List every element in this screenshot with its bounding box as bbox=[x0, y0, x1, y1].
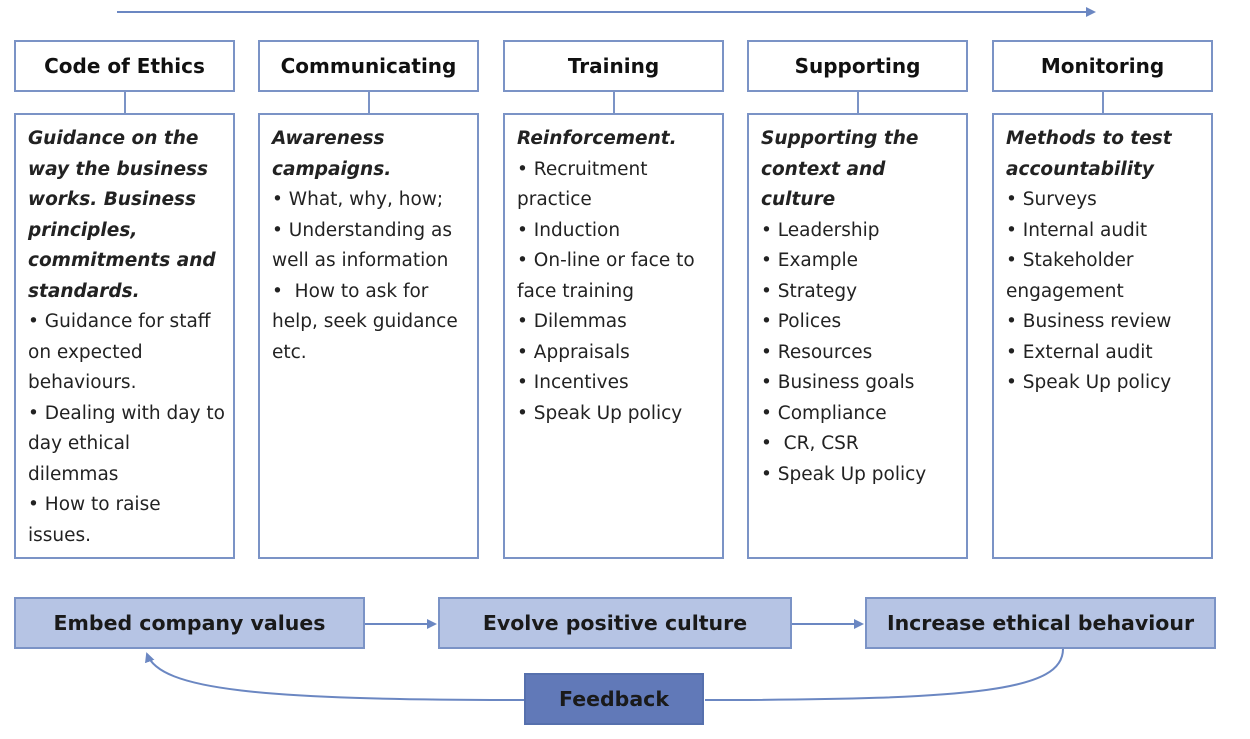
column-body-communicating: Awareness campaigns. What, why, how; Und… bbox=[258, 113, 479, 559]
bullet-item: External audit bbox=[1006, 338, 1203, 369]
column-lead: Guidance on the way the business works. … bbox=[28, 128, 216, 302]
bullet-item: Dealing with day to day ethical dilemmas bbox=[28, 399, 225, 491]
flow-label: Embed company values bbox=[53, 611, 326, 635]
bullet-item: How to raise issues. bbox=[28, 490, 225, 551]
bullet-item: Speak Up policy bbox=[1006, 368, 1203, 399]
flow-label: Evolve positive culture bbox=[482, 611, 748, 635]
feedback-loop-left bbox=[145, 652, 525, 701]
bullet-item: Understanding as well as information bbox=[272, 216, 469, 277]
bullet-item: Incentives bbox=[517, 368, 714, 399]
column-lead: Methods to test accountability bbox=[1006, 128, 1172, 180]
bullet-item: Leadership bbox=[761, 216, 958, 247]
increase-behaviour-box: Increase ethical behaviour bbox=[865, 597, 1216, 649]
bullet-item: Example bbox=[761, 246, 958, 277]
header-monitoring: Monitoring bbox=[992, 40, 1213, 92]
feedback-box: Feedback bbox=[524, 673, 704, 725]
bullet-item: Guidance for staff on expected behaviour… bbox=[28, 307, 225, 399]
header-training: Training bbox=[503, 40, 724, 92]
bullet-item: Induction bbox=[517, 216, 714, 247]
bullet-item: Recruitment practice bbox=[517, 155, 714, 216]
feedback-loop-right bbox=[704, 648, 1064, 701]
column-body-training: Reinforcement. Recruitment practice Indu… bbox=[503, 113, 724, 559]
column-lead: Reinforcement. bbox=[517, 128, 677, 149]
bullet-item: Speak Up policy bbox=[517, 399, 714, 430]
bullet-item: Business review bbox=[1006, 307, 1203, 338]
header-label: Monitoring bbox=[1040, 54, 1165, 78]
header-supporting: Supporting bbox=[747, 40, 968, 92]
bullet-item: CR, CSR bbox=[761, 429, 958, 460]
bullet-item: On-line or face to face training bbox=[517, 246, 714, 307]
column-lead: Awareness campaigns. bbox=[272, 128, 392, 180]
bullet-item: Appraisals bbox=[517, 338, 714, 369]
header-label: Code of Ethics bbox=[44, 54, 205, 78]
bullet-list: Recruitment practice Induction On-line o… bbox=[517, 155, 714, 430]
bullet-item: Surveys bbox=[1006, 185, 1203, 216]
bullet-item: Internal audit bbox=[1006, 216, 1203, 247]
column-body-code-of-ethics: Guidance on the way the business works. … bbox=[14, 113, 235, 559]
column-body-monitoring: Methods to test accountability Surveys I… bbox=[992, 113, 1213, 559]
bullet-item: Strategy bbox=[761, 277, 958, 308]
bullet-list: What, why, how; Understanding as well as… bbox=[272, 185, 469, 368]
column-body-supporting: Supporting the context and culture Leade… bbox=[747, 113, 968, 559]
bullet-list: Surveys Internal audit Stakeholder engag… bbox=[1006, 185, 1203, 399]
embed-values-box: Embed company values bbox=[14, 597, 365, 649]
bullet-item: Resources bbox=[761, 338, 958, 369]
bullet-item: Dilemmas bbox=[517, 307, 714, 338]
column-lead: Supporting the context and culture bbox=[761, 128, 919, 210]
bullet-list: Leadership Example Strategy Polices Reso… bbox=[761, 216, 958, 491]
bullet-list: Guidance for staff on expected behaviour… bbox=[28, 307, 225, 551]
bullet-item: Compliance bbox=[761, 399, 958, 430]
bullet-item: What, why, how; bbox=[272, 185, 469, 216]
bullet-item: Polices bbox=[761, 307, 958, 338]
flow-label: Increase ethical behaviour bbox=[886, 611, 1195, 635]
bullet-item: Speak Up policy bbox=[761, 460, 958, 491]
bullet-item: How to ask for help, seek guidance etc. bbox=[272, 277, 469, 369]
header-code-of-ethics: Code of Ethics bbox=[14, 40, 235, 92]
evolve-culture-box: Evolve positive culture bbox=[438, 597, 792, 649]
bullet-item: Business goals bbox=[761, 368, 958, 399]
feedback-label: Feedback bbox=[559, 687, 669, 711]
header-label: Training bbox=[567, 54, 660, 78]
bullet-item: Stakeholder engagement bbox=[1006, 246, 1203, 307]
header-communicating: Communicating bbox=[258, 40, 479, 92]
header-label: Communicating bbox=[280, 54, 457, 78]
header-label: Supporting bbox=[794, 54, 921, 78]
